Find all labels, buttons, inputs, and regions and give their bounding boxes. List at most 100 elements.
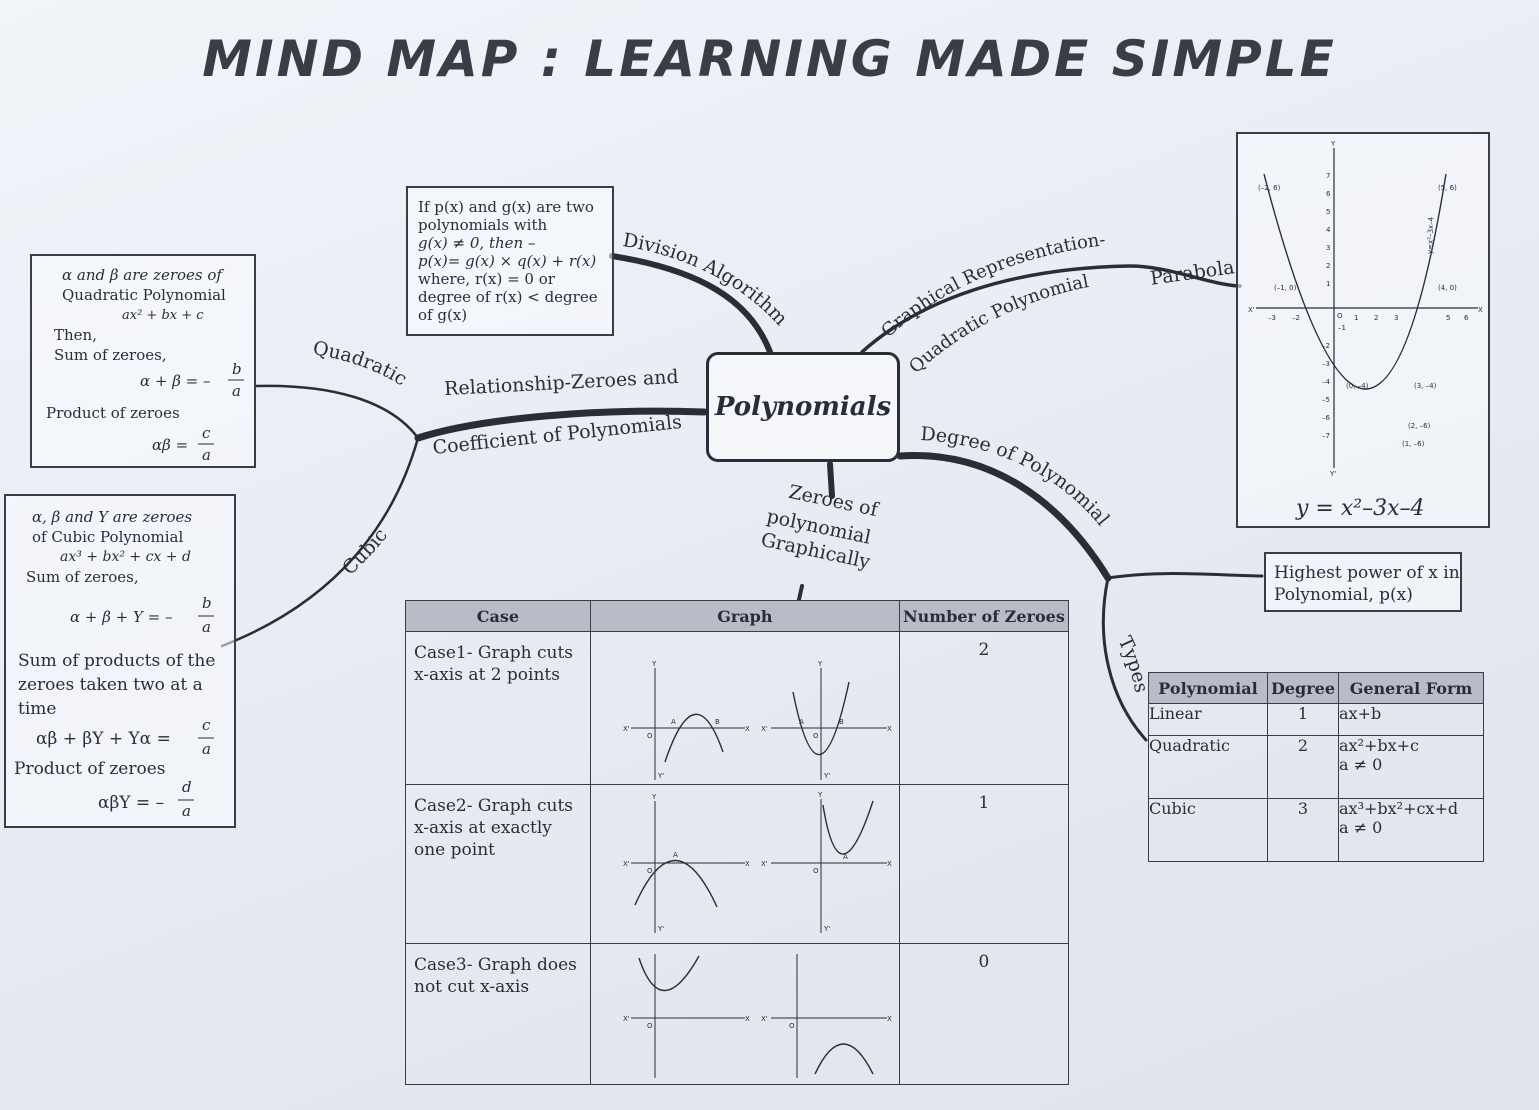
parabola-graph: X X' Y Y' O –3 –2 1 2 3 5 6 7 6 5 4 3 2 … xyxy=(1248,140,1483,478)
cubic-zeroes-box: α, β and Υ are zeroes of Cubic Polynomia… xyxy=(4,494,236,828)
quadratic-line-5: Sum of zeroes, xyxy=(54,346,167,364)
center-node-label: Polynomials xyxy=(714,392,892,422)
zeroes-table-header-case: Case xyxy=(405,600,591,632)
graph-x-tick-6: 6 xyxy=(1464,314,1469,322)
degree-line-1: Highest power of x in xyxy=(1274,563,1460,583)
quadratic-product-numerator: c xyxy=(202,424,211,442)
case2-graph1-y: Y xyxy=(651,793,657,801)
case2-graph2-a: A xyxy=(843,853,848,861)
graph-point-neg1-0: (–1, 0) xyxy=(1274,284,1297,292)
case3-graph2-xn: X' xyxy=(761,1015,768,1023)
case1-graph1-yn: Y' xyxy=(657,772,664,780)
branch-cubic: Cubic xyxy=(338,524,392,579)
case1-graph1-a: A xyxy=(671,718,676,726)
quadratic-line-7: Product of zeroes xyxy=(46,404,180,422)
case-1-text: Case1- Graph cuts x-axis at 2 points xyxy=(414,643,573,685)
types-cubic-name: Cubic xyxy=(1148,798,1268,862)
types-linear-form: ax+b xyxy=(1338,702,1484,737)
graph-x-axis-neg-label: X' xyxy=(1248,306,1255,314)
quadratic-fraction-bars xyxy=(198,379,244,445)
types-linear-name: Linear xyxy=(1148,702,1268,737)
quadratic-sum-numerator: b xyxy=(232,360,242,378)
graph-point-1-neg6: (1, –6) xyxy=(1402,440,1425,448)
branch-division-algorithm: Division Algorithm xyxy=(621,229,792,330)
branch-quadratic: Quadratic xyxy=(311,337,411,390)
case-2-graphs: X X' Y Y' O A X X' Y Y' O A xyxy=(623,791,892,933)
graph-y-tick-neg4: –4 xyxy=(1322,378,1331,386)
cubic-line-7: zeroes taken two at a xyxy=(18,675,203,695)
table-row: Linear 1 ax+b xyxy=(1148,702,1484,737)
types-cubic-cond: a ≠ 0 xyxy=(1339,818,1383,838)
division-line-5: where, r(x) = 0 or xyxy=(418,270,555,288)
svg-text:Types: Types xyxy=(1114,633,1153,695)
table-row: Case1- Graph cuts x-axis at 2 points X X… xyxy=(405,631,1070,785)
types-quadratic-degree: 2 xyxy=(1267,735,1339,800)
case2-graph2-x: X xyxy=(887,860,892,868)
branch-degree: Degree of Polynomial xyxy=(920,423,1114,530)
case3-graph2-o: O xyxy=(789,1022,795,1030)
case2-graph1-x: X xyxy=(745,860,750,868)
branch-types: Types xyxy=(1114,633,1153,695)
degree-line-2: Polynomial, p(x) xyxy=(1274,585,1413,605)
cubic-product-formula: αβΥ = – xyxy=(98,793,165,813)
case1-graph2-o: O xyxy=(813,732,819,740)
division-line-1: If p(x) and g(x) are two xyxy=(418,198,594,216)
case3-graph1-xn: X' xyxy=(623,1015,630,1023)
cubic-pairs-denominator: a xyxy=(202,740,211,758)
case1-graph1-xn: X' xyxy=(623,725,630,733)
graph-y-tick-3: 3 xyxy=(1326,244,1330,252)
case1-graph2-b: B xyxy=(839,718,844,726)
quadratic-product-denominator: a xyxy=(202,446,211,464)
graph-x-axis-label: X xyxy=(1478,306,1483,314)
cubic-line-1: α, β and Υ are zeroes xyxy=(32,508,193,526)
graph-y-tick-neg2: –2 xyxy=(1322,342,1330,350)
quadratic-line-2: Quadratic Polynomial xyxy=(62,286,226,304)
svg-text:Division Algorithm: Division Algorithm xyxy=(621,229,792,330)
types-quadratic-form: ax²+bx+c xyxy=(1339,736,1420,756)
quadratic-line-1: α and β are zeroes of xyxy=(62,266,222,284)
graph-equation: y = x²–3x–4 xyxy=(1296,496,1425,521)
graph-point-2-neg6: (2, –6) xyxy=(1408,422,1431,430)
case-3-text: Case3- Graph does not cut x-axis xyxy=(414,955,577,997)
graph-y-tick-neg5: –5 xyxy=(1322,396,1330,404)
graph-point-0-neg4: (0, –4) xyxy=(1346,382,1369,390)
graph-y-tick-7: 7 xyxy=(1326,172,1330,180)
table-row: Quadratic 2 ax²+bx+c a ≠ 0 xyxy=(1148,735,1484,800)
types-table: Polynomial Degree General Form Linear 1 … xyxy=(1148,672,1484,862)
division-line-3: g(x) ≠ 0, then – xyxy=(418,234,536,252)
division-algorithm-box: If p(x) and g(x) are two polynomials wit… xyxy=(406,186,614,336)
graph-y-tick-1: 1 xyxy=(1326,280,1330,288)
quadratic-sum-formula: α + β = – xyxy=(140,372,211,390)
quadratic-line-3: ax² + bx + c xyxy=(122,308,204,323)
table-row: Case3- Graph does not cut x-axis X X' O … xyxy=(405,943,1070,1085)
graph-x-tick-5: 5 xyxy=(1446,314,1450,322)
case1-graph2-y: Y xyxy=(817,660,823,668)
types-quadratic-name: Quadratic xyxy=(1148,735,1268,800)
case2-graph2-y: Y xyxy=(817,791,823,799)
case1-graph1-y: Y xyxy=(651,660,657,668)
types-cubic-form-cell: ax³+bx²+cx+d a ≠ 0 xyxy=(1338,798,1484,862)
types-linear-degree: 1 xyxy=(1267,702,1339,737)
zeroes-table-header-count: Number of Zeroes xyxy=(898,600,1070,632)
case-2-text: Case2- Graph cuts x-axis at exactly one … xyxy=(414,796,573,860)
graph-y-tick-6: 6 xyxy=(1326,190,1331,198)
zeroes-table-header-graph: Graph xyxy=(589,600,900,632)
graph-point-3-neg4: (3, –4) xyxy=(1414,382,1437,390)
types-cubic-form: ax³+bx²+cx+d xyxy=(1339,799,1459,819)
parabola-graph-box: X X' Y Y' O –3 –2 1 2 3 5 6 7 6 5 4 3 2 … xyxy=(1236,132,1490,528)
types-header-polynomial: Polynomial xyxy=(1148,672,1268,704)
graph-y-tick-5: 5 xyxy=(1326,208,1330,216)
cubic-sum-formula: α + β + Υ = – xyxy=(70,608,173,626)
case2-graph1-a: A xyxy=(673,851,678,859)
graph-point-5-6: (5, 6) xyxy=(1438,184,1457,192)
graph-x-tick-neg3: –3 xyxy=(1268,314,1276,322)
cubic-product-numerator: d xyxy=(182,778,192,796)
graph-origin-label: O xyxy=(1337,312,1343,320)
graph-y-tick-4: 4 xyxy=(1326,226,1331,234)
graph-y-tick-neg1: –1 xyxy=(1338,324,1346,332)
case2-graph1-o: O xyxy=(647,867,653,875)
case1-graph1-b: B xyxy=(715,718,720,726)
case2-graph2-yn: Y' xyxy=(823,925,830,933)
